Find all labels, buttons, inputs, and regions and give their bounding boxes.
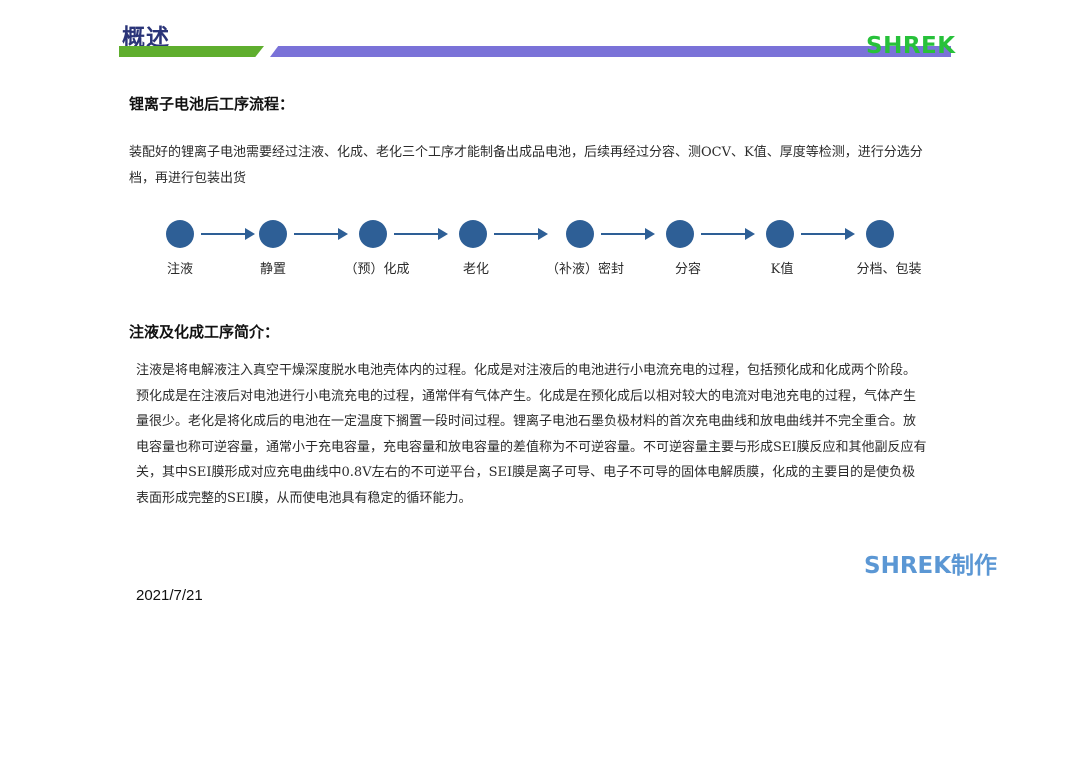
header-bar-purple — [270, 46, 951, 57]
credit-logo: SHREK制作 — [864, 553, 998, 579]
flow-arrow — [294, 228, 348, 240]
header-bar-green — [119, 46, 264, 57]
flow-label: 老化 — [462, 262, 490, 277]
flow-label: 注液 — [166, 262, 194, 277]
flow-node — [866, 220, 894, 248]
flow-label: 静置 — [259, 262, 287, 277]
section2-paragraph: 注液是将电解液注入真空干燥深度脱水电池壳体内的过程。化成是对注液后的电池进行小电… — [136, 363, 927, 506]
flow-node — [359, 220, 387, 248]
brand-logo: SHREK — [866, 33, 956, 59]
section1-heading: 锂离子电池后工序流程： — [129, 95, 295, 113]
section2-heading: 注液及化成工序简介： — [129, 323, 280, 341]
flow-label: K值 — [770, 262, 794, 277]
flow-node — [166, 220, 194, 248]
flow-arrow — [201, 228, 255, 240]
flow-node — [566, 220, 594, 248]
process-flow: 注液 静置 （预）化成 老化 （补液）密封 分容 K值 分档、包装 — [0, 219, 1080, 279]
flow-label: 分档、包装 — [856, 262, 922, 277]
section1-paragraph: 装配好的锂离子电池需要经过注液、化成、老化三个工序才能制备出成品电池，后续再经过… — [129, 145, 923, 186]
flow-node — [666, 220, 694, 248]
flow-node — [766, 220, 794, 248]
flow-node — [459, 220, 487, 248]
document-date: 2021/7/21 — [136, 587, 203, 604]
flow-arrow — [801, 228, 855, 240]
flow-arrow — [394, 228, 448, 240]
flow-label: 分容 — [674, 262, 702, 277]
flow-node — [259, 220, 287, 248]
flow-arrow — [601, 228, 655, 240]
flow-label: （补液）密封 — [545, 262, 625, 277]
flow-arrow — [701, 228, 755, 240]
flow-label: （预）化成 — [344, 262, 410, 277]
flow-arrow — [494, 228, 548, 240]
